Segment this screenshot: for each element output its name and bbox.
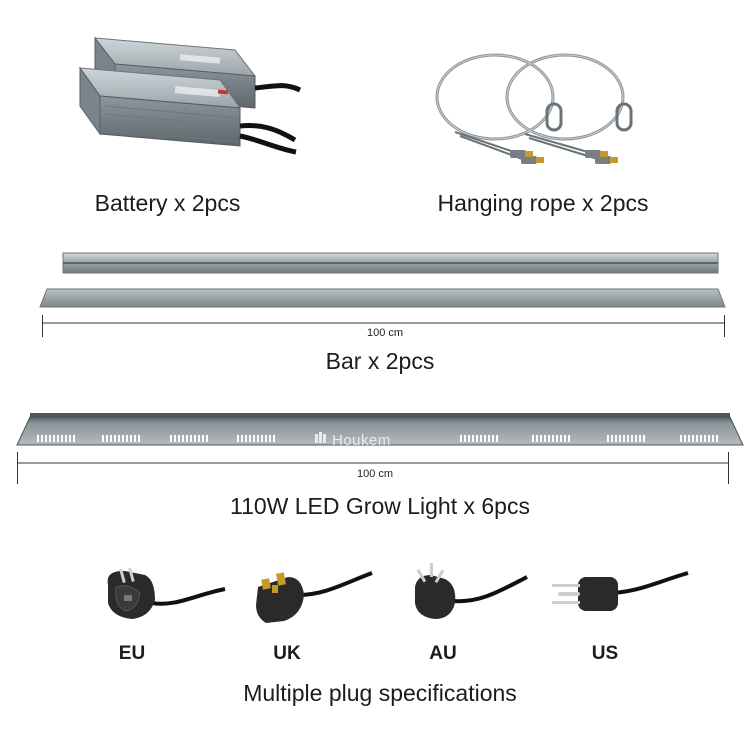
battery-image: [60, 28, 310, 168]
brand-logo-text: Houkem: [332, 432, 391, 449]
us-plug-label: US: [591, 643, 619, 664]
battery-caption: Battery x 2pcs: [94, 190, 241, 216]
bar-dimension-line: [42, 313, 725, 337]
light-caption: 110W LED Grow Light x 6pcs: [230, 493, 530, 519]
au-plug-label: AU: [429, 643, 457, 664]
light-dimension-line: [17, 452, 729, 484]
uk-plug-image: [250, 565, 375, 630]
bar-image: [35, 245, 735, 320]
eu-plug-label: EU: [118, 643, 146, 664]
eu-plug-image: [100, 565, 230, 625]
light-length-label: 100 cm: [356, 468, 394, 480]
bar-caption: Bar x 2pcs: [325, 348, 435, 374]
led-light-image: [15, 405, 745, 460]
uk-plug-label: UK: [273, 643, 301, 664]
rope-caption: Hanging rope x 2pcs: [437, 190, 649, 216]
hanging-rope-image: [425, 42, 675, 177]
bar-length-label: 100 cm: [366, 327, 404, 339]
plugs-caption: Multiple plug specifications: [243, 680, 517, 706]
us-plug-image: [550, 567, 690, 627]
au-plug-image: [405, 563, 530, 628]
